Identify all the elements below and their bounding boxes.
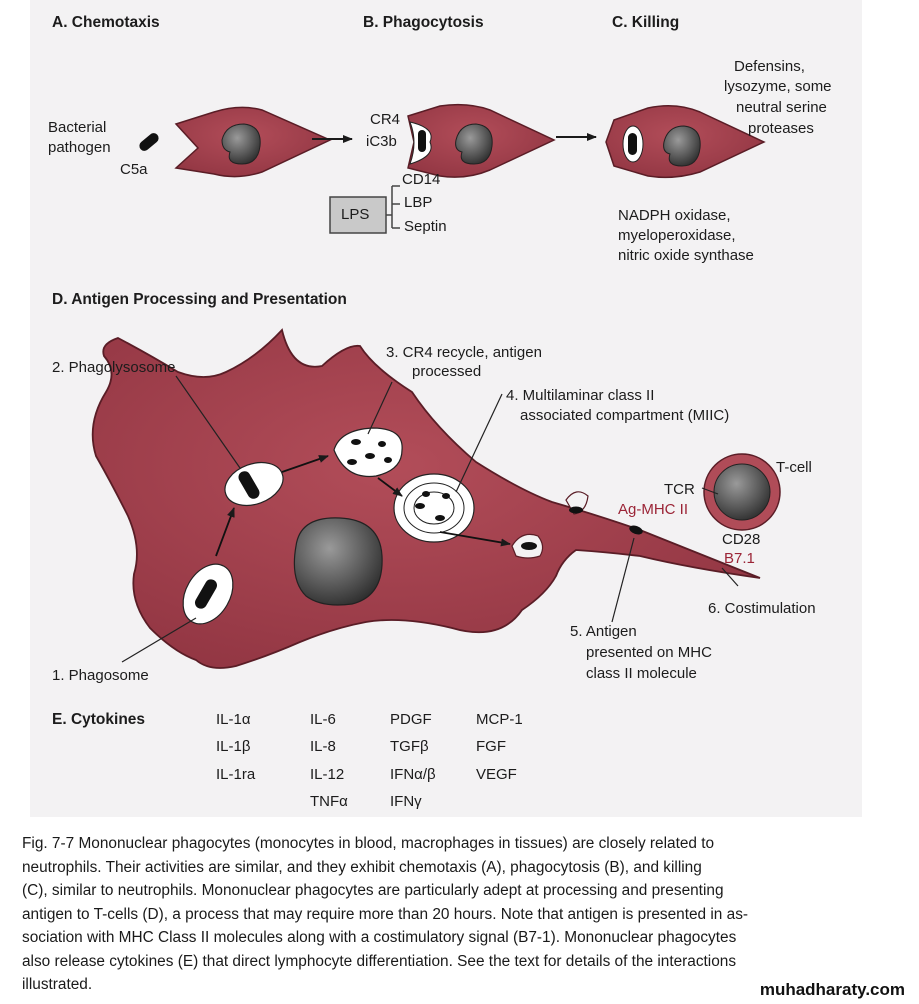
label-killing-top-1: Defensins, xyxy=(734,57,805,76)
watermark: muhadharaty.com xyxy=(760,980,905,1000)
cytokine-item: PDGF xyxy=(390,710,432,729)
t-cell xyxy=(704,454,780,530)
label-bacterial: Bacterial xyxy=(48,118,106,137)
label-costimulation: 6. Costimulation xyxy=(708,599,816,618)
bacterial-pathogen-icon xyxy=(137,131,160,153)
label-lps: LPS xyxy=(341,205,369,224)
label-killing-top-4: proteases xyxy=(748,119,814,138)
section-heading-cytokines: E. Cytokines xyxy=(52,710,145,729)
label-killing-bottom-3: nitric oxide synthase xyxy=(618,246,754,265)
cytokine-item: MCP-1 xyxy=(476,710,523,729)
label-septin: Septin xyxy=(404,217,447,236)
cytokine-item: TGFβ xyxy=(390,737,429,756)
caption-line: (C), similar to neutrophils. Mononuclear… xyxy=(22,879,892,903)
caption-line: neutrophils. Their activities are simila… xyxy=(22,856,892,880)
label-cd14: CD14 xyxy=(402,170,440,189)
label-ic3b: iC3b xyxy=(366,132,397,151)
chemotaxis-cell xyxy=(176,107,330,176)
label-cr4-recycle-2: processed xyxy=(412,362,481,381)
caption-line: antigen to T-cells (D), a process that m… xyxy=(22,903,892,927)
section-heading-chemotaxis: A. Chemotaxis xyxy=(52,13,160,32)
label-cr4-recycle-1: 3. CR4 recycle, antigen xyxy=(386,343,542,362)
label-c5a: C5a xyxy=(120,160,148,179)
caption-line: Fig. 7-7 Mononuclear phagocytes (monocyt… xyxy=(22,832,892,856)
label-pathogen: pathogen xyxy=(48,138,111,157)
caption-line: also release cytokines (E) that direct l… xyxy=(22,950,892,974)
label-b71: B7.1 xyxy=(724,549,755,568)
miic-compartment xyxy=(394,474,474,542)
label-killing-top-2: lysozyme, some xyxy=(724,77,832,96)
cytokine-item: IL-1ra xyxy=(216,765,255,784)
cytokine-item: IL-12 xyxy=(310,765,344,784)
label-antigen-presented-1: 5. Antigen xyxy=(570,622,637,641)
cytokine-item: IL-1α xyxy=(216,710,251,729)
label-killing-bottom-1: NADPH oxidase, xyxy=(618,206,731,225)
label-phagolysosome: 2. Phagolysosome xyxy=(52,358,175,377)
cytokine-item: IL-8 xyxy=(310,737,336,756)
label-lbp: LBP xyxy=(404,193,432,212)
label-miic-1: 4. Multilaminar class II xyxy=(506,386,654,405)
cytokine-item: IFNγ xyxy=(390,792,422,811)
label-ag-mhc: Ag-MHC II xyxy=(618,500,688,519)
figure-caption: Fig. 7-7 Mononuclear phagocytes (monocyt… xyxy=(22,832,892,997)
cytokine-item: IL-6 xyxy=(310,710,336,729)
caption-line: sociation with MHC Class II molecules al… xyxy=(22,926,892,950)
cytokine-item: FGF xyxy=(476,737,506,756)
cytokine-item: IL-1β xyxy=(216,737,250,756)
cytokine-item: IFNα/β xyxy=(390,765,436,784)
section-heading-phagocytosis: B. Phagocytosis xyxy=(363,13,484,32)
label-phagosome: 1. Phagosome xyxy=(52,666,149,685)
label-miic-2: associated compartment (MIIC) xyxy=(520,406,729,425)
cytokine-item: VEGF xyxy=(476,765,517,784)
label-cr4: CR4 xyxy=(370,110,400,129)
label-cd28: CD28 xyxy=(722,530,760,549)
section-heading-killing: C. Killing xyxy=(612,13,679,32)
label-antigen-presented-2: presented on MHC xyxy=(586,643,712,662)
label-killing-top-3: neutral serine xyxy=(736,98,827,117)
label-t-cell: T-cell xyxy=(776,458,812,477)
label-antigen-presented-3: class II molecule xyxy=(586,664,697,683)
phagocytosis-cell xyxy=(408,105,554,177)
section-heading-antigen: D. Antigen Processing and Presentation xyxy=(52,290,347,309)
label-tcr: TCR xyxy=(664,480,695,499)
cytokine-item: TNFα xyxy=(310,792,348,811)
label-killing-bottom-2: myeloperoxidase, xyxy=(618,226,736,245)
